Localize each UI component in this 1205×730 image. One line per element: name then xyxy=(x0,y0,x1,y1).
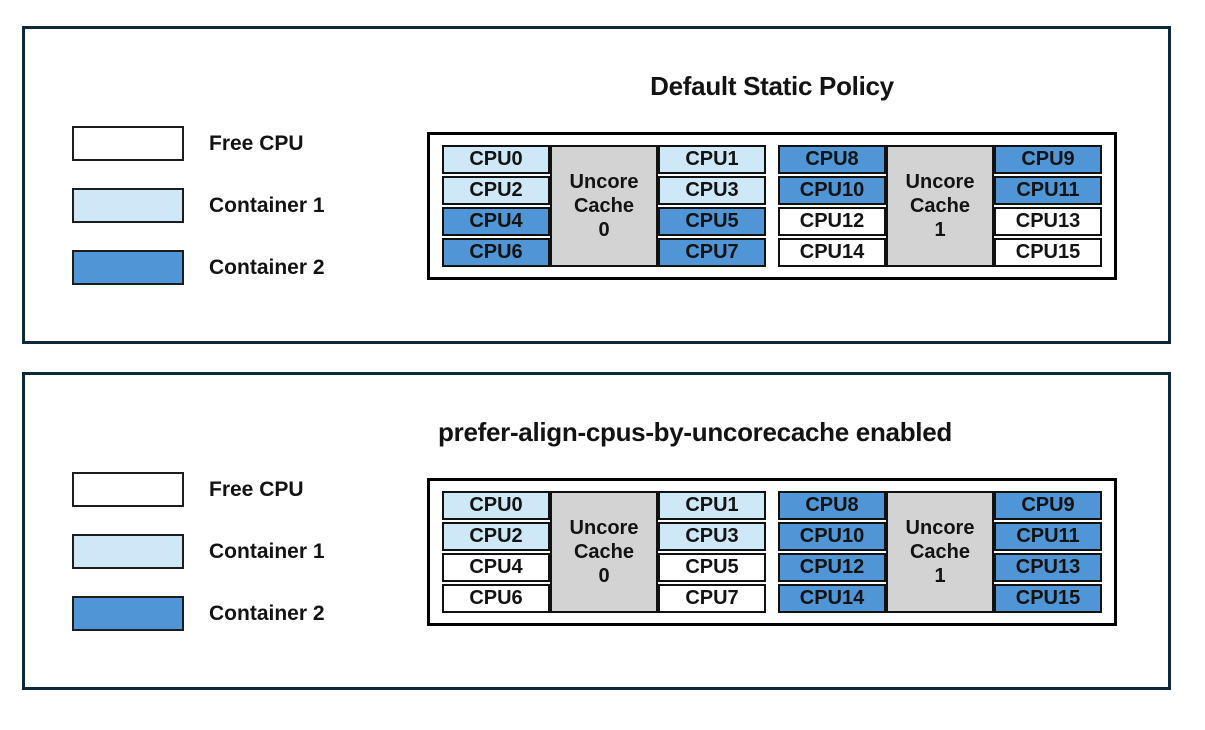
uncore-cache-1-box: Uncore Cache 1 xyxy=(886,145,994,267)
cpu-topology-diagram: CPU0 CPU1 CPU2 CPU3 CPU4 CPU5 CPU6 CPU7 … xyxy=(427,478,1117,626)
legend-item-container-1: Container 1 xyxy=(72,534,325,569)
cache-label-line: Cache xyxy=(909,541,971,563)
cpu-cell: CPU12 xyxy=(778,553,886,582)
cache-label-line: 1 xyxy=(934,565,946,587)
panel-prefer-align-uncorecache: prefer-align-cpus-by-uncorecache enabled… xyxy=(22,372,1171,690)
cpu-cell: CPU14 xyxy=(778,238,886,267)
legend-item-free-cpu: Free CPU xyxy=(72,126,325,161)
legend-swatch-container-2 xyxy=(72,250,184,285)
cpu-cell: CPU5 xyxy=(658,207,766,236)
panel-default-static-policy: Default Static Policy Free CPU Container… xyxy=(22,26,1171,344)
cpu-cell: CPU15 xyxy=(994,584,1102,613)
uncore-cache-0-box: Uncore Cache 0 xyxy=(550,145,658,267)
cpu-cell: CPU2 xyxy=(442,522,550,551)
cpu-cell: CPU8 xyxy=(778,145,886,174)
cpu-cell: CPU3 xyxy=(658,522,766,551)
cpu-cell: CPU10 xyxy=(778,176,886,205)
cache-label-line: Uncore xyxy=(569,517,639,539)
cpu-cell: CPU6 xyxy=(442,584,550,613)
cpu-cell: CPU13 xyxy=(994,207,1102,236)
legend-item-container-2: Container 2 xyxy=(72,596,325,631)
legend-label: Free CPU xyxy=(209,131,304,155)
legend-item-container-2: Container 2 xyxy=(72,250,325,285)
legend-swatch-container-1 xyxy=(72,188,184,223)
uncore-cache-0-block: CPU0 CPU1 CPU2 CPU3 CPU4 CPU5 CPU6 CPU7 … xyxy=(442,491,766,613)
legend-label: Free CPU xyxy=(209,477,304,501)
cpu-cell: CPU0 xyxy=(442,491,550,520)
cpu-cell: CPU1 xyxy=(658,145,766,174)
cpu-cell: CPU14 xyxy=(778,584,886,613)
uncore-cache-1-block: CPU8 CPU9 CPU10 CPU11 CPU12 CPU13 CPU14 … xyxy=(778,145,1102,267)
cpu-cell: CPU1 xyxy=(658,491,766,520)
legend-swatch-free-cpu xyxy=(72,472,184,507)
legend-label: Container 2 xyxy=(209,255,325,279)
cpu-cell: CPU0 xyxy=(442,145,550,174)
uncore-cache-1-block: CPU8 CPU9 CPU10 CPU11 CPU12 CPU13 CPU14 … xyxy=(778,491,1102,613)
cpu-cell: CPU9 xyxy=(994,491,1102,520)
cache-label-line: 0 xyxy=(598,565,610,587)
legend: Free CPU Container 1 Container 2 xyxy=(72,472,325,631)
cache-label-line: 0 xyxy=(598,219,610,241)
uncore-cache-0-box: Uncore Cache 0 xyxy=(550,491,658,613)
cpu-cell: CPU7 xyxy=(658,584,766,613)
cpu-cell: CPU4 xyxy=(442,207,550,236)
panel-title: prefer-align-cpus-by-uncorecache enabled xyxy=(438,417,952,447)
legend-swatch-free-cpu xyxy=(72,126,184,161)
cpu-cell: CPU2 xyxy=(442,176,550,205)
legend-swatch-container-2 xyxy=(72,596,184,631)
cpu-cell: CPU9 xyxy=(994,145,1102,174)
cpu-cell: CPU10 xyxy=(778,522,886,551)
cpu-cell: CPU11 xyxy=(994,522,1102,551)
cpu-cell: CPU5 xyxy=(658,553,766,582)
cpu-cell: CPU7 xyxy=(658,238,766,267)
cpu-cell: CPU12 xyxy=(778,207,886,236)
legend-item-free-cpu: Free CPU xyxy=(72,472,325,507)
cpu-topology-diagram: CPU0 CPU1 CPU2 CPU3 CPU4 CPU5 CPU6 CPU7 … xyxy=(427,132,1117,280)
uncore-cache-1-box: Uncore Cache 1 xyxy=(886,491,994,613)
cache-label-line: Uncore xyxy=(905,171,975,193)
legend-label: Container 2 xyxy=(209,601,325,625)
cache-label-line: Cache xyxy=(573,541,635,563)
cache-label-line: Cache xyxy=(909,195,971,217)
legend-label: Container 1 xyxy=(209,539,325,563)
cpu-cell: CPU15 xyxy=(994,238,1102,267)
cpu-cell: CPU8 xyxy=(778,491,886,520)
cache-label-line: Cache xyxy=(573,195,635,217)
legend-label: Container 1 xyxy=(209,193,325,217)
cpu-cell: CPU11 xyxy=(994,176,1102,205)
legend-item-container-1: Container 1 xyxy=(72,188,325,223)
cpu-cell: CPU6 xyxy=(442,238,550,267)
cache-label-line: Uncore xyxy=(905,517,975,539)
cpu-cell: CPU13 xyxy=(994,553,1102,582)
cache-label-line: 1 xyxy=(934,219,946,241)
cache-label-line: Uncore xyxy=(569,171,639,193)
legend-swatch-container-1 xyxy=(72,534,184,569)
cpu-cell: CPU4 xyxy=(442,553,550,582)
legend: Free CPU Container 1 Container 2 xyxy=(72,126,325,285)
panel-title: Default Static Policy xyxy=(650,71,894,101)
uncore-cache-0-block: CPU0 CPU1 CPU2 CPU3 CPU4 CPU5 CPU6 CPU7 … xyxy=(442,145,766,267)
cpu-cell: CPU3 xyxy=(658,176,766,205)
